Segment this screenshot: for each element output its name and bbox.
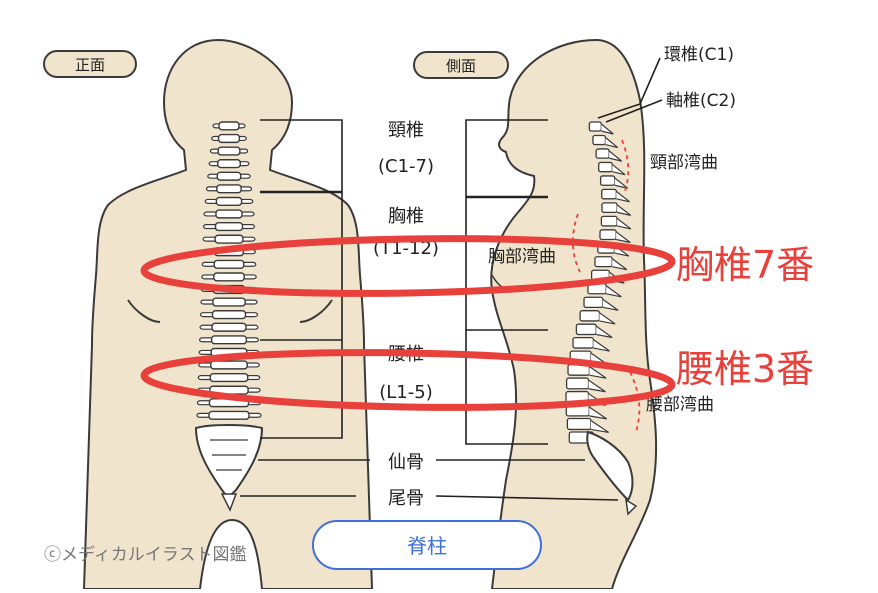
front-vertebra — [197, 385, 261, 395]
side-vertebra — [565, 404, 608, 420]
side-vertebra — [601, 188, 630, 203]
label-sacrum: 仙骨 — [388, 452, 424, 473]
curve-indicators — [572, 139, 641, 433]
bracket-lines — [240, 57, 663, 501]
side-vertebra — [567, 363, 607, 379]
front-vertebra — [198, 360, 260, 370]
front-vertebra — [207, 171, 251, 181]
side-vertebra — [599, 229, 631, 244]
side-vertebra — [595, 148, 623, 162]
side-view-label: 側面 — [413, 51, 509, 79]
front-vertebra — [204, 196, 254, 207]
front-vertebra — [201, 272, 257, 282]
side-labels: 環椎(C1) 軸椎(C2) 頸部湾曲 胸部湾曲 腰部湾曲 — [488, 45, 736, 415]
side-vertebra — [599, 175, 629, 189]
side-sacrum — [586, 430, 634, 502]
side-vertebra — [575, 323, 613, 339]
front-vertebra — [201, 259, 257, 269]
front-vertebra — [196, 410, 262, 420]
side-vertebra — [592, 134, 619, 149]
copyright-text: ⓒメディカルイラスト図鑑 — [44, 544, 246, 565]
caption-text: 脊柱 — [407, 534, 447, 558]
side-vertebra — [579, 310, 616, 325]
highlight-label-thoracic-7: 胸椎7番 — [676, 243, 814, 287]
front-vertebra — [209, 146, 249, 156]
caption-pill: 脊柱 — [312, 520, 542, 570]
label-atlas: 環椎(C1) — [664, 45, 734, 65]
side-vertebra — [587, 283, 622, 298]
front-view-label: 正面 — [43, 50, 137, 78]
front-vertebra — [199, 335, 259, 345]
label-coccyx: 尾骨 — [388, 488, 424, 509]
label-axis: 軸椎(C2) — [666, 91, 736, 111]
side-coccyx — [625, 498, 638, 516]
front-vertebra — [211, 133, 247, 144]
front-sacrum — [194, 424, 264, 500]
front-vertebra — [205, 184, 253, 194]
label-lumbar-curve: 腰部湾曲 — [646, 395, 714, 415]
side-vertebra — [572, 337, 610, 352]
label-cervical: 頸椎 — [388, 120, 424, 141]
front-vertebra — [199, 310, 259, 320]
highlight-rings — [140, 235, 676, 411]
front-vertebra — [197, 372, 261, 383]
front-vertebra — [203, 209, 255, 219]
side-vertebra — [588, 121, 614, 135]
label-cervical-range: (C1-7) — [378, 156, 434, 177]
side-vertebra — [598, 161, 626, 176]
front-vertebra — [212, 121, 246, 131]
highlight-label-lumbar-3: 腰椎3番 — [676, 347, 814, 391]
front-vertebra — [199, 322, 259, 332]
front-vertebra — [202, 221, 256, 232]
front-vertebra — [202, 234, 256, 244]
side-vertebra — [600, 215, 632, 230]
front-vertebra — [200, 297, 258, 307]
center-labels: 頸椎 (C1-7) 胸椎 (T1-12) 腰椎 (L1-5) 仙骨 尾骨 — [373, 120, 439, 509]
highlight-ring-lumbar-3 — [140, 349, 676, 411]
label-thoracic-range: (T1-12) — [373, 238, 439, 259]
front-vertebra — [208, 159, 250, 169]
label-lumbar-range: (L1-5) — [379, 382, 432, 403]
side-vertebra — [566, 417, 609, 434]
highlight-ring-thoracic-7 — [140, 235, 676, 297]
side-view-text: 側面 — [446, 57, 476, 75]
side-vertebra — [565, 377, 606, 393]
side-spine — [565, 121, 632, 447]
side-vertebra — [601, 202, 632, 216]
side-vertebra — [594, 256, 628, 271]
front-coccyx — [220, 493, 238, 512]
label-thoracic-curve: 胸部湾曲 — [488, 247, 556, 267]
side-vertebra — [583, 296, 619, 311]
front-view-text: 正面 — [75, 56, 105, 74]
label-cervical-curve: 頸部湾曲 — [650, 153, 718, 173]
label-thoracic: 胸椎 — [388, 206, 424, 227]
